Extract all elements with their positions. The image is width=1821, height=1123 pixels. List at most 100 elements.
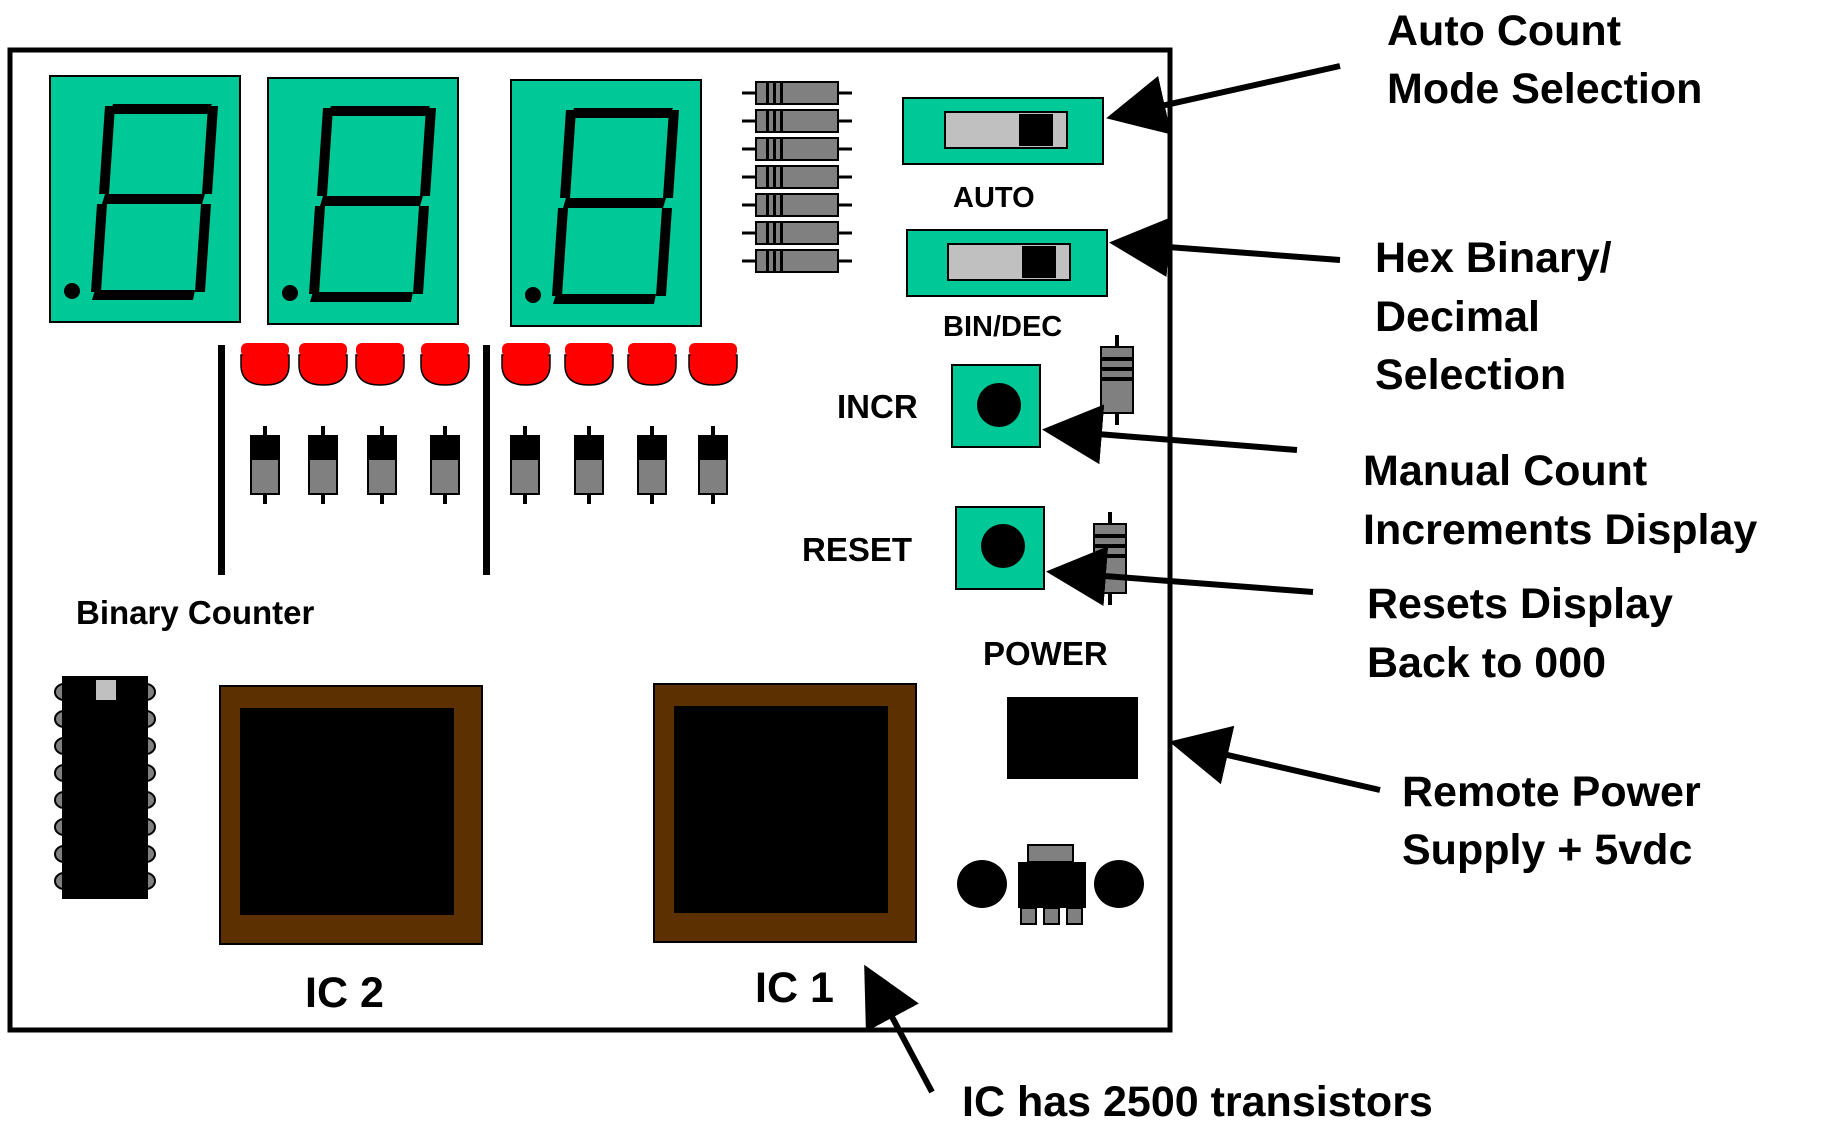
incr-button-icon[interactable] xyxy=(951,364,1041,448)
side-resistor-band xyxy=(1101,367,1133,371)
red-led-icon xyxy=(355,354,405,386)
resnet-body xyxy=(755,165,839,189)
arrow-hex-binary xyxy=(1109,217,1341,277)
resistor-band xyxy=(638,436,666,460)
led-cap xyxy=(565,343,613,357)
resnet-band xyxy=(773,250,776,272)
display-segment xyxy=(92,290,195,300)
auto-switch-icon[interactable] xyxy=(902,97,1104,165)
resnet-band xyxy=(766,250,769,272)
red-led-icon xyxy=(501,354,551,386)
side-resistors xyxy=(1093,335,1134,605)
callout-auto-count-line2: Mode Selection xyxy=(1387,65,1702,113)
decimal-point xyxy=(64,283,80,299)
display-segment xyxy=(560,110,576,198)
resnet-body xyxy=(755,137,839,161)
resnet-band xyxy=(773,166,776,188)
callout-hex-binary-line1: Hex Binary/ xyxy=(1375,234,1612,282)
display-segment xyxy=(413,206,429,294)
arrow-remote-power xyxy=(1169,725,1381,793)
display-segment xyxy=(663,110,679,198)
dip-notch xyxy=(96,680,116,700)
resnet-band xyxy=(766,138,769,160)
display-segment xyxy=(310,292,413,302)
ic2-label: IC 2 xyxy=(305,969,384,1017)
red-led-icon xyxy=(688,354,738,386)
callout-remote-power-line2: Supply + 5vdc xyxy=(1402,826,1692,874)
resnet-band xyxy=(780,194,783,216)
ic1-label: IC 1 xyxy=(755,964,834,1012)
arrow-ic-transistors xyxy=(864,964,935,1094)
display-segment xyxy=(563,198,666,208)
display-segment xyxy=(195,204,211,292)
callout-resets: Resets Display Back to 000 xyxy=(1367,580,1673,687)
resistor-band xyxy=(309,436,337,460)
resnet-body xyxy=(755,193,839,217)
red-led-icon xyxy=(420,354,470,386)
callout-manual-count: Manual Count Increments Display xyxy=(1363,447,1757,554)
callout-manual-count-line2: Increments Display xyxy=(1363,506,1757,554)
dip-body xyxy=(62,676,148,899)
red-led-icon xyxy=(298,354,348,386)
callout-hex-binary: Hex Binary/ Decimal Selection xyxy=(1375,234,1612,399)
resnet-band xyxy=(773,110,776,132)
red-led-icon xyxy=(240,354,290,386)
resnet-band xyxy=(766,110,769,132)
reset-label: RESET xyxy=(802,531,912,568)
resnet-body xyxy=(755,221,839,245)
callout-remote-power-line1: Remote Power xyxy=(1402,768,1701,816)
resistor-network-icon xyxy=(742,81,852,273)
led-row xyxy=(240,343,738,386)
red-led-icon xyxy=(564,354,614,386)
decimal-point xyxy=(525,287,541,303)
resistor-band xyxy=(251,436,279,460)
resnet-band xyxy=(780,166,783,188)
resnet-band xyxy=(780,110,783,132)
side-resistor-band xyxy=(1094,544,1126,548)
side-resistor-band xyxy=(1094,554,1126,558)
resnet-band xyxy=(773,194,776,216)
seven-segment-display-icon xyxy=(267,77,459,325)
led-cap xyxy=(299,343,347,357)
callout-remote-power: Remote Power Supply + 5vdc xyxy=(1402,768,1701,874)
resnet-band xyxy=(773,222,776,244)
resistor-band xyxy=(431,436,459,460)
resnet-band xyxy=(780,138,783,160)
resnet-body xyxy=(755,249,839,273)
reset-button-icon[interactable] xyxy=(955,506,1045,590)
resnet-band xyxy=(773,138,776,160)
led-cap xyxy=(421,343,469,357)
resnet-band xyxy=(780,250,783,272)
ic2-chip-icon xyxy=(219,685,483,945)
led-cap xyxy=(502,343,550,357)
display-segment xyxy=(309,206,325,294)
resistor-row xyxy=(250,426,728,504)
seven-segment-display-icon xyxy=(510,79,702,327)
resnet-band xyxy=(766,82,769,104)
arrow-manual-count xyxy=(1042,404,1298,465)
resnet-band xyxy=(766,222,769,244)
seven-segment-display-icon xyxy=(49,75,241,323)
callout-hex-binary-line3: Selection xyxy=(1375,351,1566,399)
resnet-band xyxy=(773,82,776,104)
voltage-regulator-icon xyxy=(957,844,1144,925)
display-segment xyxy=(420,108,436,196)
led-cap xyxy=(241,343,289,357)
ic1-chip-icon xyxy=(653,683,917,943)
resistor-band xyxy=(575,436,603,460)
red-led-icon xyxy=(627,354,677,386)
resnet-body xyxy=(755,81,839,105)
side-resistor-band xyxy=(1101,377,1133,381)
callout-auto-count: Auto Count Mode Selection xyxy=(1387,7,1702,113)
bindec-switch-icon[interactable] xyxy=(906,229,1108,297)
seven-segment-displays xyxy=(49,75,702,327)
led-cap xyxy=(628,343,676,357)
arrow-resets xyxy=(1046,546,1314,607)
auto-label: AUTO xyxy=(953,182,1035,214)
display-segment xyxy=(320,196,423,206)
resistor-band xyxy=(368,436,396,460)
led-cap xyxy=(356,343,404,357)
display-segment xyxy=(102,194,205,204)
